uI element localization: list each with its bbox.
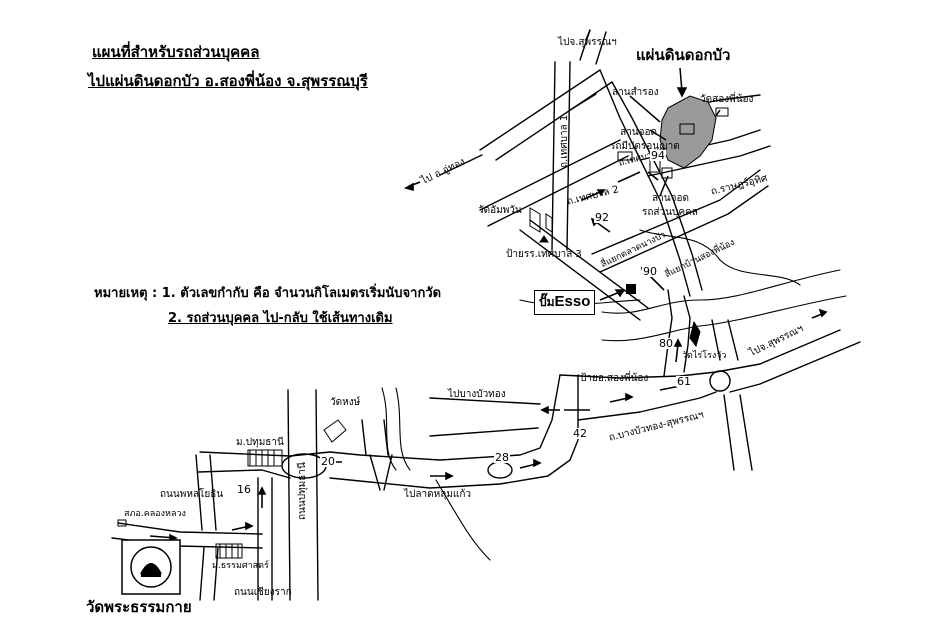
to-bang-bua-thong-label: ไปบางบัวทอง xyxy=(448,389,506,400)
label-pointers xyxy=(599,67,721,301)
wat-ampawan-label: วัดอัมพวัน xyxy=(478,205,522,216)
pathum-university-icon xyxy=(247,449,283,467)
rangsit-road-label: ถนนปทุมธานี xyxy=(297,462,308,520)
thesaban-1-label: ถ.เทศบาล 1 xyxy=(559,114,570,168)
police-sign-icon xyxy=(539,235,549,243)
km-marker-80: 80 xyxy=(658,337,674,350)
km-marker-94: 94 xyxy=(650,149,666,162)
to-lat-lum-kaeo-label: ไปลาดหลุมแก้ว xyxy=(404,489,472,500)
note-line2: 2. รถส่วนบุคคล ไป-กลับ ใช้เส้นทางเดิม xyxy=(168,311,393,326)
map-title-line1: แผนที่สำหรับรถส่วนบุคคล xyxy=(92,43,260,61)
thammasat-icon xyxy=(215,543,243,559)
note-line1: หมายเหตุ : 1. ตัวเลขกำกับ คือ จำนวนกิโลเ… xyxy=(94,286,442,301)
esso-station-label: ปั๊มEsso xyxy=(534,290,596,315)
private-parking-label-2: รถส่วนบุคคล xyxy=(642,207,698,218)
private-parking-label-1: ลานจอด xyxy=(652,193,689,204)
wat-phra-dhammakaya-label: วัดพระธรรมกาย xyxy=(86,598,192,616)
destination-name: แผ่นดินดอกบัว xyxy=(636,46,731,64)
esso-station-marker xyxy=(626,284,636,294)
phahonyothin-road-label: ถนนพหลโยธิน xyxy=(160,489,224,500)
sign-song-phi-nong-label: ป้ายอ.สองพี่น้อง xyxy=(580,373,649,384)
chiang-rak-road-label: ถนนเชียงราก xyxy=(234,587,292,598)
wat-rai-ngio-icon xyxy=(689,320,701,348)
to-suphan-top-label: ไปจ.สุพรรณฯ xyxy=(558,37,617,48)
wat-song-phi-nong-icon xyxy=(715,107,729,117)
km-marker-16: 16 xyxy=(236,483,252,496)
wat-hong-label: วัดหงษ์ xyxy=(330,397,361,408)
map-title-line2: ไปแผ่นดินดอกบัว อ.สองพี่น้อง จ.สุพรรณบุร… xyxy=(88,72,368,90)
km-marker-61: 61 xyxy=(676,375,692,388)
khlong-luang-icon xyxy=(117,519,127,527)
thammasat-label: ม.ธรรมศาสตร์ xyxy=(212,561,269,571)
road-bang-bua-thong-suphan xyxy=(429,319,861,471)
wat-rai-ngio-label: วัดไร่โรงวัว xyxy=(682,351,727,361)
police-sign-label: ป้ายรร.เทศบาล 3 xyxy=(506,249,582,260)
wat-ampawan-icon xyxy=(529,207,553,233)
wat-song-phi-nong-label: วัดสองพี่น้อง xyxy=(700,94,754,105)
permit-parking-label-2: รถมีบัตรอนุญาต xyxy=(610,141,680,152)
road-chiang-rak xyxy=(257,477,273,601)
km-marker-20: 20 xyxy=(320,455,336,468)
road-rangsit xyxy=(287,389,319,601)
town-roads xyxy=(439,29,771,321)
lotus-land-area xyxy=(659,95,717,169)
permit-parking-label-1: ลานจอด xyxy=(620,127,657,138)
road-vertical-16 xyxy=(195,454,219,601)
wat-hong-icon xyxy=(323,419,347,443)
khlong-luang-label: สภอ.คลองหลวง xyxy=(124,509,186,519)
km-marker-92: 92 xyxy=(594,211,610,224)
km-marker-42: 42 xyxy=(572,427,588,440)
parking-icons xyxy=(617,123,695,179)
wat-phra-dhammakaya-symbol xyxy=(121,539,181,595)
km-marker-28: 28 xyxy=(494,451,510,464)
pathum-university-label: ม.ปทุมธานี xyxy=(236,437,284,448)
lan-samrong-label: ลานสำรอง xyxy=(612,87,659,98)
km-marker-90: 90 xyxy=(642,265,658,278)
road-pathum-main xyxy=(197,374,579,491)
